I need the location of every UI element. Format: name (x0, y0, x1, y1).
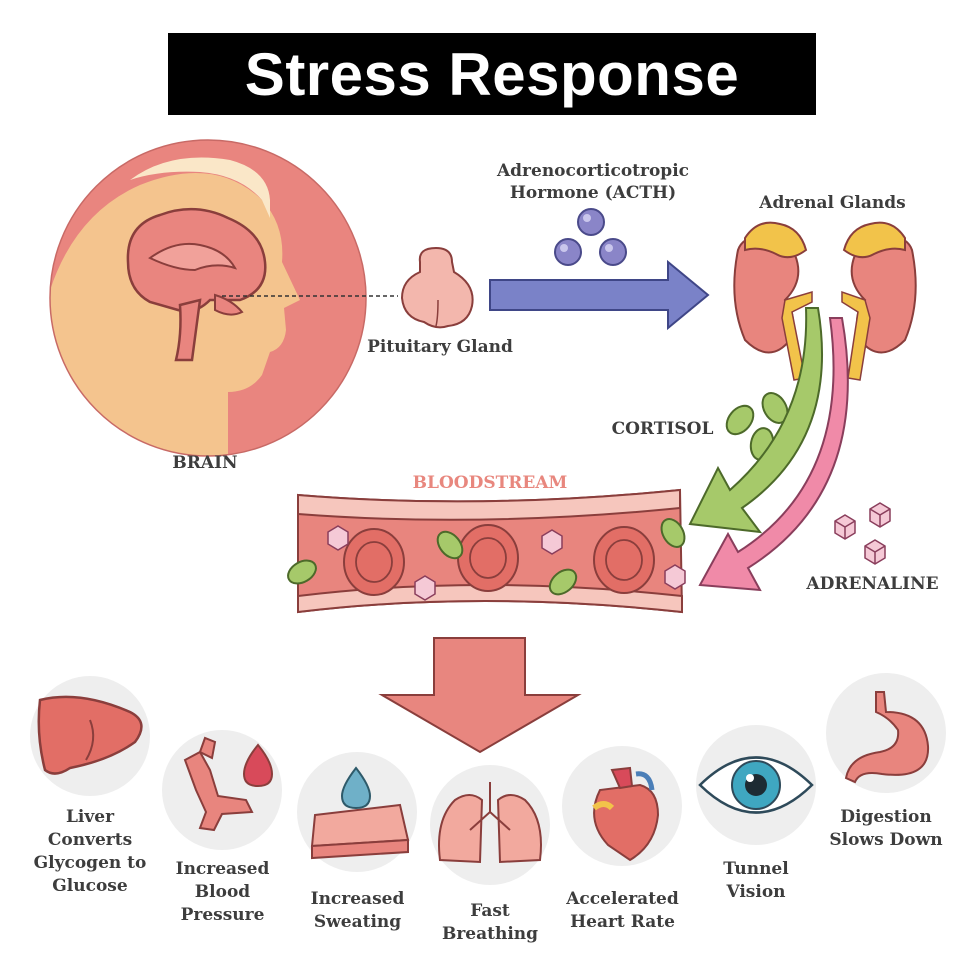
cortisol-label: CORTISOL (611, 419, 714, 439)
effect-caption-breathing: Fast Breathing (441, 901, 539, 944)
adrenaline-molecules (834, 502, 891, 565)
effect-caption-blood-pressure: Increased Blood Pressure (175, 859, 270, 925)
title-bar: Stress Response (168, 33, 816, 115)
effect-caption-heart-rate: Accelerated Heart Rate (566, 889, 679, 932)
adrenal-glands-icon (733, 221, 917, 381)
acth-label: Adrenocorticotropic Hormone (ACTH) (496, 161, 690, 204)
eye-icon (698, 756, 814, 814)
effect-caption-digestion: Digestion Slows Down (829, 807, 943, 850)
bloodstream-vessel (287, 488, 686, 614)
sweat-drop-icon (310, 766, 410, 860)
acth-molecules (554, 208, 627, 266)
adrenal-glands-label: Adrenal Glands (759, 193, 906, 213)
pituitary-gland-label: Pituitary Gland (367, 337, 513, 357)
effect-caption-vision: Tunnel Vision (723, 859, 789, 902)
blood-vessel-icon (183, 736, 274, 832)
lungs-icon (438, 782, 542, 864)
brain-icon (126, 207, 267, 362)
adrenaline-arrow (698, 317, 849, 592)
bloodstream-label: BLOODSTREAM (412, 473, 568, 493)
adrenaline-label: ADRENALINE (806, 574, 939, 594)
acth-arrow (489, 259, 710, 331)
brain-label: BRAIN (172, 453, 238, 473)
page-title: Stress Response (244, 40, 740, 108)
effect-caption-liver: Liver Converts Glycogen to Glucose (33, 807, 147, 896)
stomach-icon (844, 691, 930, 784)
cortisol-arrow (688, 307, 824, 534)
liver-icon (37, 695, 143, 775)
pituitary-gland-icon (400, 246, 474, 329)
effect-caption-sweating: Increased Sweating (310, 889, 405, 932)
heart-icon (592, 766, 660, 862)
down-arrow (378, 637, 582, 754)
